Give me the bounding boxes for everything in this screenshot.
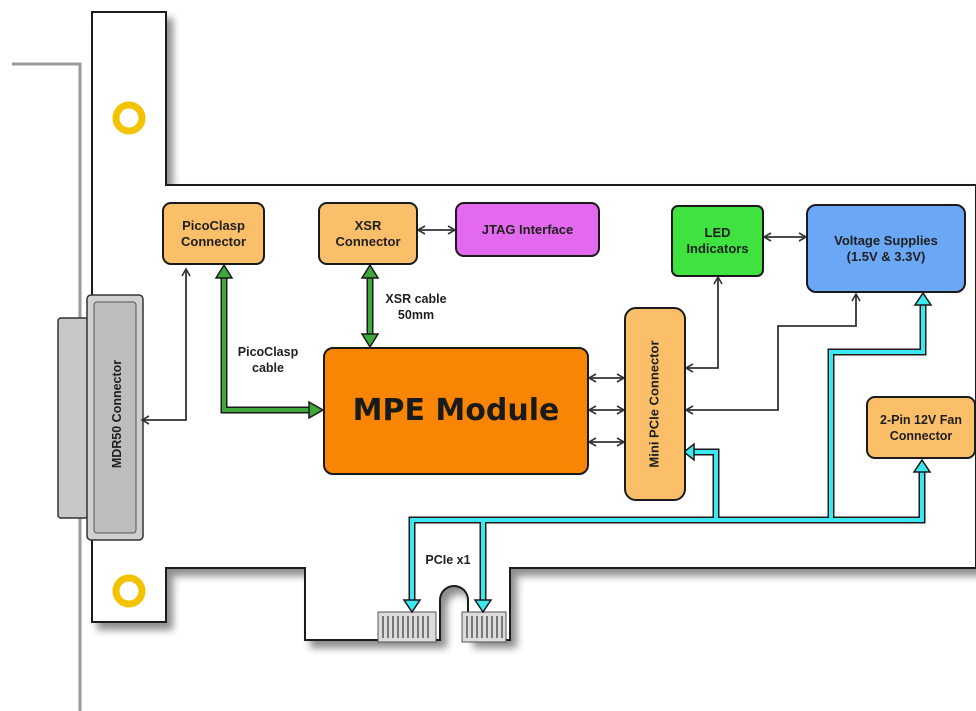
picoclasp-cable-label: PicoClasp cable [237,345,299,375]
bus-arrow-fan [912,458,932,473]
xsr-cable-label: XSR cable 50mm [385,292,447,322]
bus-arrow-mini [682,442,695,462]
arrow-mini-voltage [684,292,861,415]
green-arrow-mpe-left [308,400,325,420]
green-arrow-xsr [360,263,380,279]
pcie-x1-label: PCIe x1 [425,553,471,567]
board-outline [91,11,976,641]
picoclasp-connector-box: PicoClasp Connector [162,202,265,265]
arrow-mdr50-picoclasp [140,267,191,425]
green-cables [220,276,374,414]
bus-arrow-finger-right [473,599,493,614]
green-arrow-picoclasp [214,263,234,279]
voltage-supplies-box: Voltage Supplies (1.5V & 3.3V) [806,204,966,293]
mdr50-connector-label: MDR50 Connector [110,359,124,469]
xsr-connector-box: XSR Connector [318,202,418,265]
jtag-interface-box: JTAG Interface [455,202,600,257]
screw-hole-top [112,101,146,135]
bus-arrow-voltage [913,291,933,306]
mini-pcie-connector-label: Mini PCIe Connector [647,340,662,468]
pcie-edge-fingers [377,611,507,643]
pcie-power-bus [408,305,927,600]
fan-connector-box: 2-Pin 12V Fan Connector [866,396,976,459]
mdr50-connector-shape [57,294,144,541]
led-indicators-box: LED Indicators [671,205,764,277]
bus-arrow-finger-left [402,599,422,614]
screw-hole-bottom [112,574,146,608]
mini-pcie-connector-box: Mini PCIe Connector [624,307,686,501]
mpe-module-box: MPE Module [323,347,589,475]
green-arrow-mpe-top [360,333,380,349]
